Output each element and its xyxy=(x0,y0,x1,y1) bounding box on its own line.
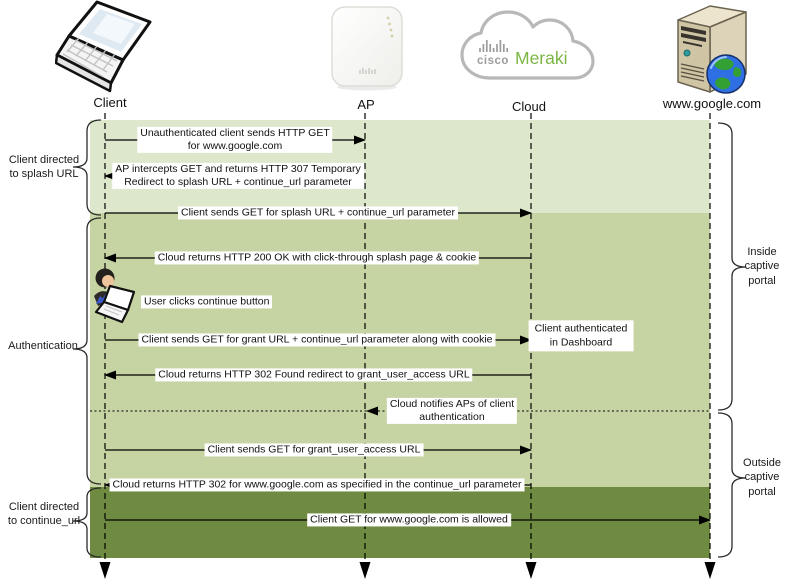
arrowhead-notify-ap xyxy=(366,406,378,416)
meraki-logo-text: Meraki xyxy=(515,48,568,68)
user-icon xyxy=(94,268,136,324)
actor-label-cloud: Cloud xyxy=(512,99,546,114)
note-client-authenticated: Client authenticated in Dashboard xyxy=(528,320,634,352)
brace-right-outside-portal xyxy=(717,412,747,558)
side-label-continue-url: Client directed to continue_url xyxy=(7,501,81,528)
message-label-get-splash-url: Client sends GET for splash URL + contin… xyxy=(177,206,459,220)
message-label-302-found: Cloud returns HTTP 302 Found redirect to… xyxy=(155,368,473,382)
message-label-notify-aps: Cloud notifies APs of client authenticat… xyxy=(386,397,518,425)
lifeline-end-client xyxy=(99,562,111,579)
message-label-google-allowed: Client GET for www.google.com is allowed xyxy=(307,513,511,527)
message-label-ap-307-redirect: AP intercepts GET and returns HTTP 307 T… xyxy=(112,162,364,190)
message-label-unauth-get: Unauthenticated client sends HTTP GET fo… xyxy=(137,126,333,154)
actor-label-google: www.google.com xyxy=(662,96,762,111)
side-label-inside-portal: Inside captive portal xyxy=(744,246,780,287)
side-label-splash-url: Client directed to splash URL xyxy=(8,154,80,181)
lifeline-end-google xyxy=(704,562,716,579)
cisco-logo-text: cisco xyxy=(477,55,509,67)
cisco-bars xyxy=(479,40,509,52)
message-label-200-splash-page: Cloud returns HTTP 200 OK with click-thr… xyxy=(154,251,480,265)
brace-left-authentication xyxy=(72,217,102,485)
brace-right-inside-portal xyxy=(717,122,747,411)
meraki-cloud-icon: cisco Meraki xyxy=(460,10,595,80)
lifeline-end-ap xyxy=(359,562,371,579)
side-label-authentication: Authentication xyxy=(8,340,78,352)
user-action-label: User clicks continue button xyxy=(141,295,273,309)
lifeline-end-arrows xyxy=(99,562,716,579)
side-label-outside-portal: Outside captive portal xyxy=(743,457,781,498)
laptop-icon xyxy=(55,0,152,93)
braces xyxy=(72,119,747,558)
brace-left-continue-url xyxy=(72,487,102,558)
actor-label-client: Client xyxy=(93,95,127,110)
access-point-icon xyxy=(331,6,403,91)
message-label-get-grant-url: Client sends GET for grant URL + continu… xyxy=(138,333,496,347)
actor-label-ap: AP xyxy=(357,97,375,112)
message-label-get-grant-user-access: Client sends GET for grant_user_access U… xyxy=(204,443,424,457)
web-server-icon xyxy=(677,5,747,94)
message-label-302-continue-url: Cloud returns HTTP 302 for www.google.co… xyxy=(109,478,525,492)
lifeline-end-cloud xyxy=(525,562,537,579)
brace-left-splash xyxy=(72,119,102,216)
